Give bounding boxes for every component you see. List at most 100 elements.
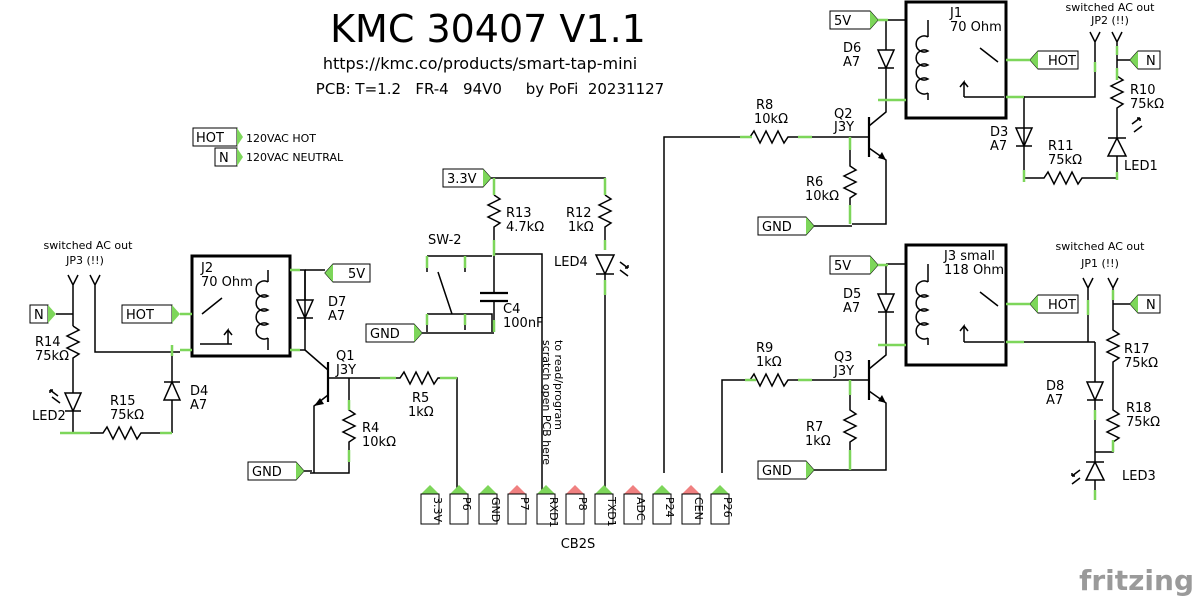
sw2-label: SW-2 xyxy=(428,233,462,248)
cb2s-pin-label: ADC xyxy=(634,497,647,521)
d5-ref: D5 xyxy=(843,287,861,302)
r7-ref: R8 xyxy=(756,98,773,113)
net-5v-label-j3: 5V xyxy=(834,259,851,274)
cb2s-pin-label: 3.3V xyxy=(431,497,444,522)
r17-ref: R17 xyxy=(1124,342,1150,357)
r4-value: 10kΩ xyxy=(362,435,396,450)
d8-ref: D8 xyxy=(1046,379,1064,394)
v33-label: 3.3V xyxy=(447,172,477,187)
pcb-info: PCB: T=1.2 FR-4 94V0 by PoFi 20231127 xyxy=(316,80,664,98)
hot-flag-j1 xyxy=(1029,50,1079,70)
j2-section: J2 70 Ohm D7 A7 5V HOT switched AC out J… xyxy=(29,239,458,493)
jp1-note: switched AC out xyxy=(1056,240,1146,253)
r18-ref: R18 xyxy=(1126,401,1152,416)
cb2s-pin-label: CEN xyxy=(692,497,705,520)
r4-ref: R4 xyxy=(362,421,379,436)
r10-value: 75kΩ xyxy=(1130,97,1164,112)
cb2s-pin-p24: P24 xyxy=(652,485,676,525)
r18-value: 75kΩ xyxy=(1126,415,1160,430)
jp1-ref: JP1 (!!) xyxy=(1080,257,1119,270)
hot-label-j3: HOT xyxy=(1048,298,1076,313)
j3-section: J3 small 118 Ohm 5V D5 A7 HOT Q3 J3Y R9 … xyxy=(745,240,1161,500)
r14-value: 75kΩ xyxy=(35,349,69,364)
module-name: CB2S xyxy=(561,537,596,552)
module-pins: 3.3V P6 GND P7 RXD1 P8 TXD1 ADC P24 CEN P26 xyxy=(420,485,734,528)
cb2s-pin-p7: P7 xyxy=(507,485,531,525)
legend-neutral-flag: N xyxy=(219,151,229,166)
cb2s-pin-label: P26 xyxy=(721,497,734,518)
middle-section: 3.3V R13 4.7kΩ R12 1kΩ LED4 SW-2 C4 100n… xyxy=(365,168,629,493)
r5-value: 1kΩ xyxy=(408,405,434,420)
hot-flag-j3 xyxy=(1029,294,1079,314)
d5-value: A7 xyxy=(843,301,860,316)
cb2s-pin-label: P8 xyxy=(576,497,589,511)
cb2s-pin-label: P24 xyxy=(663,497,676,518)
q2-ref: Q2 xyxy=(834,107,853,122)
d8-value: A7 xyxy=(1046,393,1063,408)
j1-section: J1 70 Ohm 5V D6 A7 HOT Q2 J3Y R8 10kΩ R6… xyxy=(740,0,1164,236)
r13-ref: R13 xyxy=(506,206,532,221)
r8-value: 1kΩ xyxy=(805,434,831,449)
d3-value: A7 xyxy=(990,139,1007,154)
r9-value: 1kΩ xyxy=(756,355,782,370)
j3-value: 118 Ohm xyxy=(944,263,1004,278)
n-label-j3: N xyxy=(1146,298,1156,313)
j2-ref: J2 xyxy=(200,261,213,276)
n-label-j1: N xyxy=(1146,54,1156,69)
r11-value: 75kΩ xyxy=(1048,153,1082,168)
gnd-label-q3: GND xyxy=(762,464,792,479)
r12-value: 1kΩ xyxy=(568,220,594,235)
r11-ref: R11 xyxy=(1048,139,1074,154)
gnd-label-left: GND xyxy=(252,465,282,480)
r9-ref: R9 xyxy=(756,341,773,356)
net-5v-flag xyxy=(324,263,371,283)
q1-ref: Q1 xyxy=(336,349,355,364)
cb2s-pin-txd1: TXD1 xyxy=(594,485,618,527)
cb2s-pin-cen: CEN xyxy=(681,485,705,525)
cb2s-pin-p26: P26 xyxy=(710,485,734,525)
led3-label: LED3 xyxy=(1122,469,1156,484)
d4-value: A7 xyxy=(190,398,207,413)
r17-value: 75kΩ xyxy=(1124,356,1158,371)
net-5v-label-left: 5V xyxy=(348,267,365,282)
r15-ref: R15 xyxy=(110,394,136,409)
j1-value: 70 Ohm xyxy=(950,20,1002,35)
r7-value: 10kΩ xyxy=(754,112,788,127)
r10-ref: R10 xyxy=(1130,83,1156,98)
relay-j2 xyxy=(190,254,292,358)
legend-hot-desc: 120VAC HOT xyxy=(246,132,316,145)
r6-value: 10kΩ xyxy=(805,189,839,204)
q3-ref: Q3 xyxy=(834,350,853,365)
cb2s-pin-p8: P8 xyxy=(565,485,589,525)
legend: HOT 120VAC HOT N 120VAC NEUTRAL xyxy=(192,127,344,167)
gnd-label-q2: GND xyxy=(762,220,792,235)
d7-ref: D7 xyxy=(328,295,346,310)
cb2s-pin-label: GND xyxy=(489,497,502,522)
title: KMC 30407 V1.1 xyxy=(330,7,646,51)
q2-value: J3Y xyxy=(833,120,854,135)
jp3-ref: JP3 (!!) xyxy=(65,254,104,267)
net-5v-label-j1: 5V xyxy=(834,14,851,29)
r14-ref: R14 xyxy=(35,335,61,350)
j1-ref: J1 xyxy=(949,6,962,21)
r8-ref: R7 xyxy=(806,420,823,435)
jp2-ref: JP2 (!!) xyxy=(1090,14,1129,27)
led1-label: LED1 xyxy=(1124,159,1158,174)
jp3-note: switched AC out xyxy=(44,239,134,252)
n-label-left: N xyxy=(34,308,44,323)
r13-value: 4.7kΩ xyxy=(506,220,544,235)
j2-value: 70 Ohm xyxy=(201,275,253,290)
legend-hot-flag: HOT xyxy=(196,131,224,146)
c4-value: 100nF xyxy=(503,316,544,331)
cb2s-pin-p6: P6 xyxy=(449,485,473,525)
r15-value: 75kΩ xyxy=(110,408,144,423)
d6-ref: D6 xyxy=(843,41,861,56)
c4-ref: C4 xyxy=(503,302,520,317)
cb2s-pin-33v: 3.3V xyxy=(420,485,444,525)
cb2s-pin-adc: ADC xyxy=(623,485,647,525)
cb2s-pin-label: RXD1 xyxy=(547,497,560,528)
r5-ref: R5 xyxy=(412,391,429,406)
jp2-note: switched AC out xyxy=(1066,1,1156,14)
d7-value: A7 xyxy=(328,309,345,324)
